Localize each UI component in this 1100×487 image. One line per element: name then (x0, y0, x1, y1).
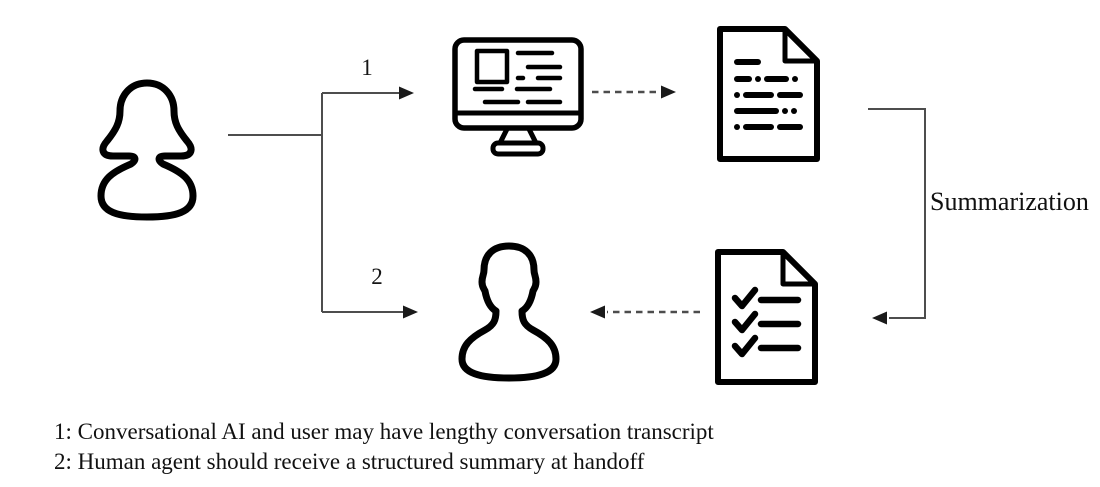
legend-line-1: 1: Conversational AI and user may have l… (54, 419, 714, 444)
connector-arrow-1 (322, 86, 414, 100)
connector-arrow-2 (322, 305, 418, 319)
connector-dashed-summary-agent (590, 305, 700, 319)
label-step-1: 1 (361, 55, 373, 80)
label-step-2: 2 (371, 264, 383, 289)
computer-monitor-icon (452, 37, 584, 157)
legend: 1: Conversational AI and user may have l… (54, 417, 714, 477)
woman-user-icon (97, 79, 197, 221)
document-checklist-icon (715, 249, 818, 385)
document-transcript-icon (717, 26, 820, 162)
connector-summarization-loop (868, 108, 926, 325)
label-summarization: Summarization (930, 187, 1089, 216)
legend-line-2: 2: Human agent should receive a structur… (54, 449, 645, 474)
man-user-icon (458, 242, 560, 382)
connector-dashed-monitor-transcript (592, 85, 676, 99)
connector-user-branch (228, 93, 323, 312)
